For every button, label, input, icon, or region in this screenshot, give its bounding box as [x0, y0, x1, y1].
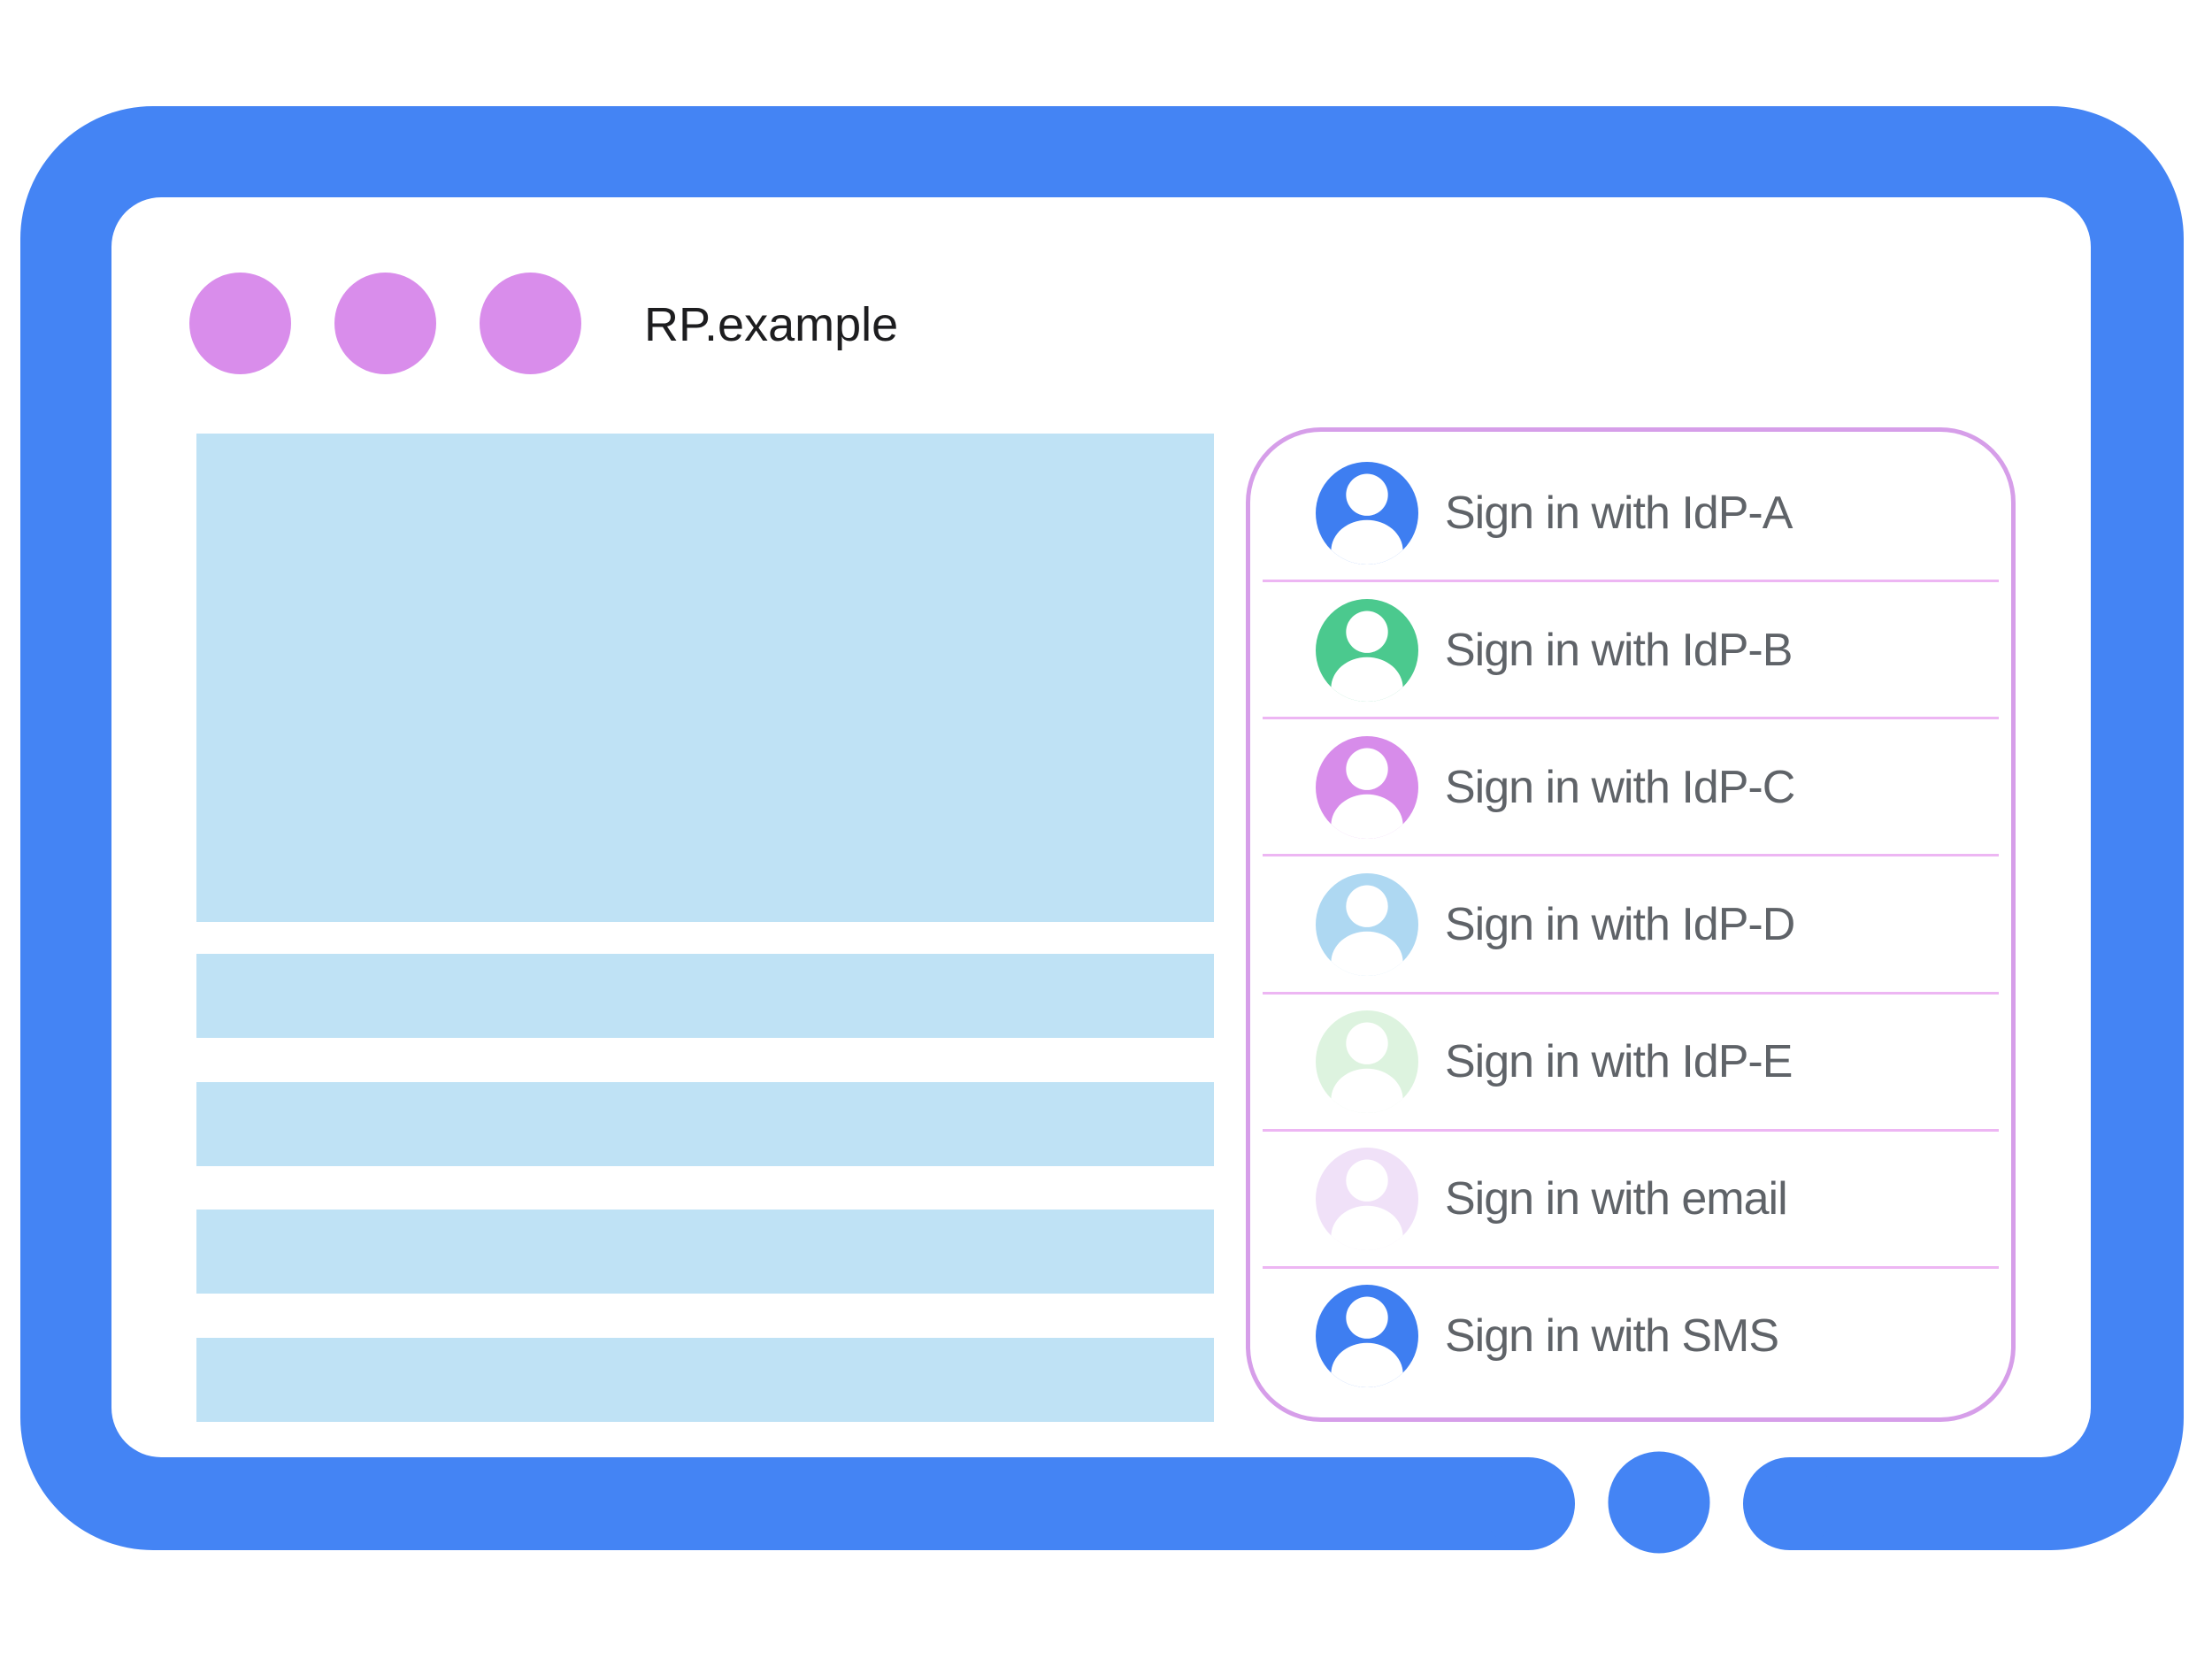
content-placeholder-bar: [196, 1082, 1214, 1166]
content-placeholder-bar: [196, 1210, 1214, 1294]
window-controls: [189, 273, 581, 374]
sign-in-option[interactable]: Sign in with email: [1250, 1131, 2011, 1269]
home-button-icon: [1608, 1451, 1710, 1554]
sign-in-option-label: Sign in with IdP-C: [1445, 761, 1795, 813]
content-placeholder-bar: [196, 954, 1214, 1038]
person-avatar-icon: [1316, 598, 1418, 702]
frame-bar-right-cap: [1743, 1457, 1836, 1550]
sign-in-option[interactable]: Sign in with IdP-C: [1250, 718, 2011, 857]
sign-in-panel: Sign in with IdP-A Sign in with IdP-B Sign…: [1246, 427, 2016, 1422]
person-avatar-icon: [1316, 1148, 1418, 1251]
person-avatar-icon: [1316, 1010, 1418, 1114]
person-avatar-icon: [1316, 872, 1418, 976]
sign-in-option[interactable]: Sign in with IdP-D: [1250, 856, 2011, 995]
sign-in-option[interactable]: Sign in with IdP-A: [1250, 444, 2011, 583]
sign-in-option-label: Sign in with IdP-A: [1445, 487, 1793, 539]
sign-in-options: Sign in with IdP-A Sign in with IdP-B Sign…: [1250, 432, 2011, 1417]
sign-in-option-label: Sign in with email: [1445, 1173, 1788, 1225]
content-placeholder-hero: [196, 434, 1214, 922]
sign-in-option-label: Sign in with IdP-B: [1445, 624, 1793, 676]
window-dot-icon: [334, 273, 436, 374]
person-avatar-icon: [1316, 1285, 1418, 1388]
sign-in-option[interactable]: Sign in with SMS: [1250, 1268, 2011, 1405]
person-avatar-icon: [1316, 735, 1418, 839]
window-dot-icon: [480, 273, 581, 374]
person-avatar-icon: [1316, 461, 1418, 565]
sign-in-option-label: Sign in with IdP-E: [1445, 1036, 1793, 1088]
sign-in-option[interactable]: Sign in with IdP-E: [1250, 994, 2011, 1132]
sign-in-option-label: Sign in with IdP-D: [1445, 898, 1795, 950]
sign-in-option[interactable]: Sign in with IdP-B: [1250, 581, 2011, 720]
window-dot-icon: [189, 273, 291, 374]
sign-in-option-label: Sign in with SMS: [1445, 1310, 1779, 1363]
address-label: RP.example: [644, 298, 899, 351]
frame-bar-left-cap: [1482, 1457, 1575, 1550]
content-placeholder-bar: [196, 1338, 1214, 1422]
